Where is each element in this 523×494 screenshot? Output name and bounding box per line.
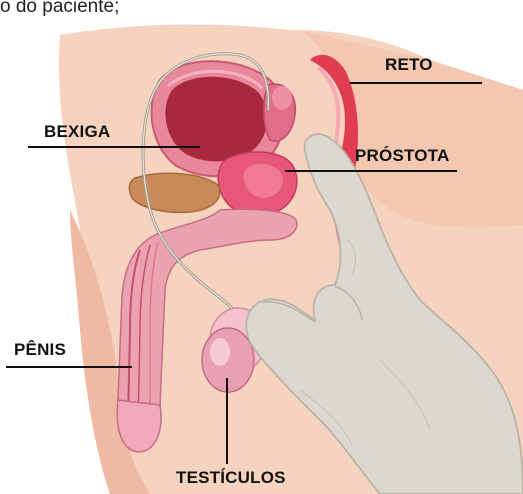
bladder-inner [165, 77, 267, 162]
leader-prostata [285, 170, 457, 172]
label-bexiga: BEXIGA [44, 122, 110, 142]
leader-reto [350, 82, 482, 84]
label-testiculos: TESTÍCULOS [176, 468, 286, 488]
label-penis: PÊNIS [14, 340, 66, 360]
leader-bexiga [28, 146, 200, 148]
leader-testiculos [226, 378, 228, 464]
label-prostata: PRÓSTOTA [355, 146, 449, 166]
testicle-highlight [210, 338, 230, 366]
label-reto: RETO [385, 55, 433, 75]
seminal-vesicle-knob [272, 86, 292, 110]
leader-penis [6, 366, 132, 368]
caption-text: o do paciente; [0, 0, 119, 18]
